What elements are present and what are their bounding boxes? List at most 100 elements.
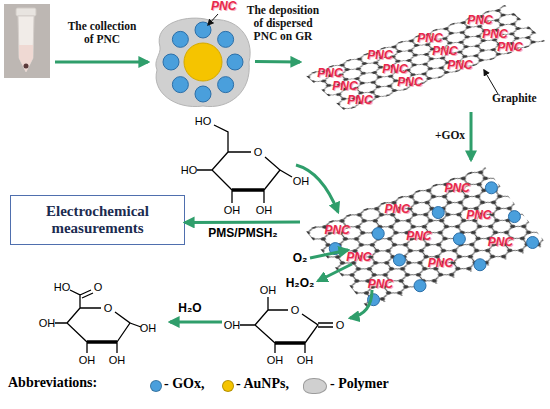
atom-label: HO [195, 115, 212, 127]
process-arrow [55, 61, 148, 64]
atom-label: OH [140, 322, 157, 334]
legend-swatch [303, 378, 327, 394]
pointer-arrow [208, 14, 218, 25]
material-label: PNC [382, 62, 407, 75]
arrow-label: PMS/PMSH₂ [208, 227, 277, 240]
atom-label: O [336, 319, 345, 331]
graphite-electrode: PNC PNC PNC PNC PNC PNC PNC PNC PNC [300, 160, 545, 335]
material-label: PNC [325, 224, 350, 237]
atom-label: OH [256, 204, 273, 216]
enzyme-circle [172, 77, 188, 93]
process-arrow [296, 165, 338, 212]
flow-arrow [470, 112, 473, 160]
atom-label: O [94, 281, 103, 293]
annotation: H₂O₂ [286, 277, 315, 290]
atom-label: OH [293, 175, 310, 187]
flow-arrow [255, 60, 300, 63]
material-label: PNC [445, 182, 470, 195]
enzyme-circle [372, 228, 384, 240]
legend-text: - GOx, [164, 376, 204, 392]
enzyme-circle [218, 31, 234, 47]
process-box: Electrochemical measurements [10, 195, 185, 245]
pellet [24, 64, 29, 69]
legend-swatch [222, 380, 234, 392]
material-label: PNC [466, 209, 491, 222]
enzyme-circle [527, 237, 539, 249]
annotation: Graphite [492, 92, 537, 105]
legend-text: - AuNPs, [236, 376, 289, 392]
particle-shape [145, 0, 255, 112]
material-label: PNC [211, 0, 236, 13]
enzyme-circle [163, 54, 179, 70]
enzyme-circle [227, 54, 243, 70]
material-label: PNC [482, 27, 507, 40]
process-arrow [310, 250, 348, 258]
atom-label: O [291, 304, 300, 316]
atom-label: OH [267, 354, 284, 366]
photo-background [4, 4, 50, 78]
material-label: PNC [368, 278, 393, 291]
tube-cap [16, 8, 36, 16]
lactone-bonds [240, 297, 333, 353]
process-arrow [350, 290, 372, 318]
annotation: The collection of PNC [62, 20, 142, 46]
box-title: Electrochemical measurements [11, 203, 184, 237]
flow-arrow [185, 220, 300, 224]
lactone-front-bond [275, 341, 305, 345]
acid-front-bond [87, 340, 117, 344]
glucose-bonds [197, 125, 292, 203]
legend-swatch [150, 380, 162, 392]
enzyme-circle [172, 31, 188, 47]
material-label: PNC [447, 58, 472, 71]
nanocomposite-particle: PNC [145, 0, 255, 112]
tube-liquid [19, 45, 33, 72]
material-label: PNC [367, 49, 392, 62]
pointer-arrow [484, 70, 498, 94]
atom-label: O [104, 302, 113, 314]
material-label: PNC [397, 76, 422, 89]
material-label: PNC [432, 45, 457, 58]
enzyme-circle [414, 280, 426, 292]
atom-label: OH [109, 354, 126, 366]
acid-bonds [55, 290, 141, 353]
atom-label: OH [224, 319, 241, 331]
enzyme-circle [432, 207, 444, 219]
material-label: PNC [332, 80, 357, 93]
material-label: PNC [417, 31, 442, 44]
material-label: PNC [488, 236, 513, 249]
material-label: PNC [428, 257, 453, 270]
gold-nanoparticle [184, 43, 222, 81]
legend-text: - Polymer [330, 376, 389, 392]
annotation: O₂ [293, 252, 308, 265]
material-label: PNC [347, 93, 372, 106]
tube-body [18, 16, 34, 72]
enzyme-circle [485, 182, 497, 194]
atom-label: OH [39, 317, 56, 329]
glucose-front-bond [232, 188, 264, 192]
enzyme-circle [508, 211, 520, 223]
arrow-label: +GOx [435, 129, 465, 142]
annotation: Abbreviations: [8, 375, 97, 391]
material-label: PNC [467, 14, 492, 27]
enzyme-circle [393, 254, 405, 266]
enzyme-circle [218, 77, 234, 93]
arrow-label: The deposition of dispersed PNC on GR [246, 4, 320, 43]
material-label: PNC [497, 41, 522, 54]
process-arrow [170, 321, 222, 324]
material-label: PNC [406, 230, 431, 243]
enzyme-circle [474, 259, 486, 271]
annotation: H₂O [178, 302, 201, 315]
atom-label: OH [224, 204, 241, 216]
atom-label: OH [297, 354, 314, 366]
material-label: PNC [385, 203, 410, 216]
enzyme-circle [195, 86, 211, 102]
atom-label: HO [181, 164, 198, 176]
material-label: PNC [317, 66, 342, 79]
material-label: PNC [346, 251, 371, 264]
graphite-sheet [305, 5, 545, 111]
process-arrow [318, 264, 352, 281]
polymer-shell [156, 18, 250, 106]
